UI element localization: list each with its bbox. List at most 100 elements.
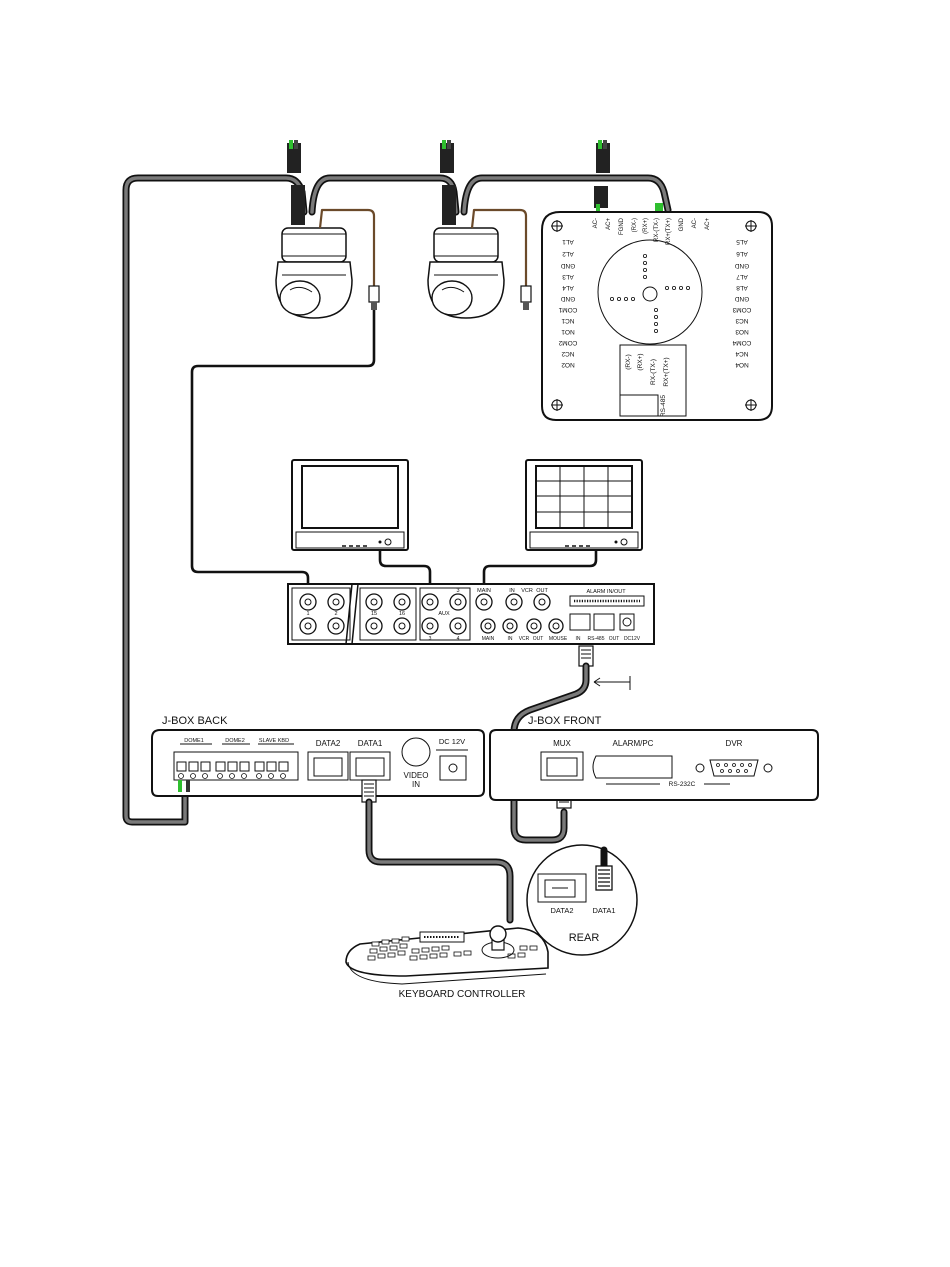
svg-text:MAIN: MAIN [482, 636, 495, 642]
svg-text:IN: IN [509, 588, 515, 594]
svg-text:IN: IN [576, 636, 581, 642]
pin-label: AL4 [562, 284, 574, 291]
pin-label: AC+ [705, 218, 711, 230]
dc12v-port: DC 12V [436, 737, 468, 781]
pin-label: NO3 [735, 328, 749, 335]
rs485-label: RS-485 [660, 395, 667, 417]
pin-label: RX+(TX+) [666, 218, 672, 245]
keyboard-title: KEYBOARD CONTROLLER [399, 989, 526, 1000]
center-sensor-pattern [597, 239, 703, 345]
pin-label: GND [734, 262, 749, 269]
pin-label: (RX+) [643, 218, 649, 234]
rs485-pin: (RX-) [625, 354, 632, 370]
video-pigtail-2 [470, 208, 532, 310]
pin-label: AL8 [736, 284, 748, 291]
alarm-io-connector: ALARM IN/OUT [569, 589, 645, 607]
rear-view-callout: DATA2 DATA1 REAR [526, 844, 638, 956]
mount-hole [551, 220, 563, 232]
svg-text:DATA2: DATA2 [316, 739, 341, 748]
svg-text:MUX: MUX [553, 739, 571, 748]
pin-label: NO4 [735, 361, 749, 368]
rs485-terminal-block: (RX-) (RX+) RX-(TX-) RX+(TX+) RS-485 [619, 344, 687, 417]
rs232c-label: RS-232C [669, 781, 696, 788]
pin-label: FGND [619, 217, 625, 235]
mount-hole [745, 220, 757, 232]
svg-text:OUT: OUT [609, 636, 620, 642]
svg-text:ALARM/PC: ALARM/PC [613, 739, 654, 748]
dome2-label: DOME2 [225, 738, 245, 744]
pin-label: NO2 [561, 361, 575, 368]
mount-hole [551, 399, 563, 411]
svg-text:ALARM IN/OUT: ALARM IN/OUT [586, 589, 626, 595]
video-in-port: VIDEO IN [401, 737, 431, 789]
pin-label: GND [560, 262, 575, 269]
pin-label: AL7 [736, 273, 748, 280]
dome1-label: DOME1 [184, 738, 204, 744]
right-pin-labels: AL5 AL6 GND AL7 AL8 GND COM3 NC3 NO3 COM… [732, 238, 751, 368]
svg-text:3: 3 [456, 588, 459, 594]
pin-label: AL2 [562, 250, 574, 257]
jbox-front: J-BOX FRONT MUX ALARM/PC DVR RS-232C [489, 715, 819, 801]
mux-port: MUX [540, 739, 584, 781]
svg-text:IN: IN [508, 636, 513, 642]
mux-bottom-labels: 3 4 MAIN IN VCR OUT MOUSE IN RS-485 OUT … [429, 636, 641, 642]
svg-text:IN: IN [412, 780, 420, 789]
pin-label: NO1 [561, 328, 575, 335]
svg-text:OUT: OUT [536, 588, 548, 594]
data1-to-keyboard-cable [361, 779, 514, 924]
svg-text:3: 3 [429, 636, 432, 642]
pin-label: NC3 [735, 317, 748, 324]
pin-label: GND [679, 217, 685, 231]
dome-camera-1 [275, 227, 353, 319]
svg-text:VIDEO: VIDEO [404, 771, 429, 780]
left-pin-labels: AL1 AL2 GND AL3 AL4 GND COM1 NC1 NO1 COM… [558, 238, 577, 368]
rs485-loop-cable [122, 174, 672, 826]
pin-label: COM3 [732, 306, 751, 313]
rs485-pin: RX+(TX+) [663, 357, 670, 386]
slave-kbd-label: SLAVE KBD [259, 738, 289, 744]
pin-label: COM4 [732, 339, 751, 346]
jbox-back-title: J-BOX BACK [162, 715, 228, 727]
pin-label: NC4 [735, 350, 748, 357]
keypad-buttons [367, 936, 538, 961]
keyboard-controller: KEYBOARD CONTROLLER [345, 925, 549, 1000]
mux-rs485-jacks [569, 613, 635, 631]
rear-label: REAR [569, 932, 600, 944]
top-pin-labels: AC- AC+ FGND (RX-) (RX+) RX-(TX-) RX+(TX… [593, 203, 711, 245]
rear-data2-label: DATA2 [550, 906, 573, 915]
svg-text:VCR: VCR [519, 636, 530, 642]
pin-label: AL5 [736, 238, 748, 245]
pin-label: NC2 [561, 350, 574, 357]
svg-text:MAIN: MAIN [477, 588, 491, 594]
svg-text:VCR: VCR [521, 588, 533, 594]
monitor-cables [378, 550, 598, 598]
dome-pcb-board: AC- AC+ FGND (RX-) (RX+) RX-(TX-) RX+(TX… [541, 203, 773, 421]
power-wire-3 [594, 140, 610, 212]
bnc-connectors [299, 593, 564, 635]
video-pigtail-1 [318, 208, 380, 310]
monitor-main [291, 459, 409, 551]
svg-text:DC 12V: DC 12V [439, 737, 465, 746]
pin-label: RX-(TX-) [654, 218, 660, 242]
svg-text:4: 4 [457, 636, 460, 642]
pin-label: AC+ [606, 218, 612, 230]
monitor-quad [525, 459, 643, 551]
dome-camera-2 [427, 227, 505, 319]
svg-text:DC12V: DC12V [624, 636, 641, 642]
svg-text:DVR: DVR [726, 739, 743, 748]
svg-text:15: 15 [371, 611, 377, 617]
pin-label: GND [560, 295, 575, 302]
svg-text:RS-485: RS-485 [588, 636, 605, 642]
mount-hole [745, 399, 757, 411]
svg-text:AUX: AUX [438, 611, 450, 617]
power-wire-1 [287, 140, 305, 225]
pin-label: AC- [692, 218, 698, 228]
power-wire-2 [440, 140, 456, 225]
pin-label: AL6 [736, 250, 748, 257]
alarm-pc-port: ALARM/PC [592, 739, 673, 779]
rs485-pin: (RX+) [637, 353, 644, 370]
pin-label: AL1 [562, 238, 574, 245]
data2-port: DATA2 [307, 739, 349, 781]
mux-top-labels: 1 2 15 16 3 AUX MAIN IN VCR OUT [306, 588, 548, 617]
